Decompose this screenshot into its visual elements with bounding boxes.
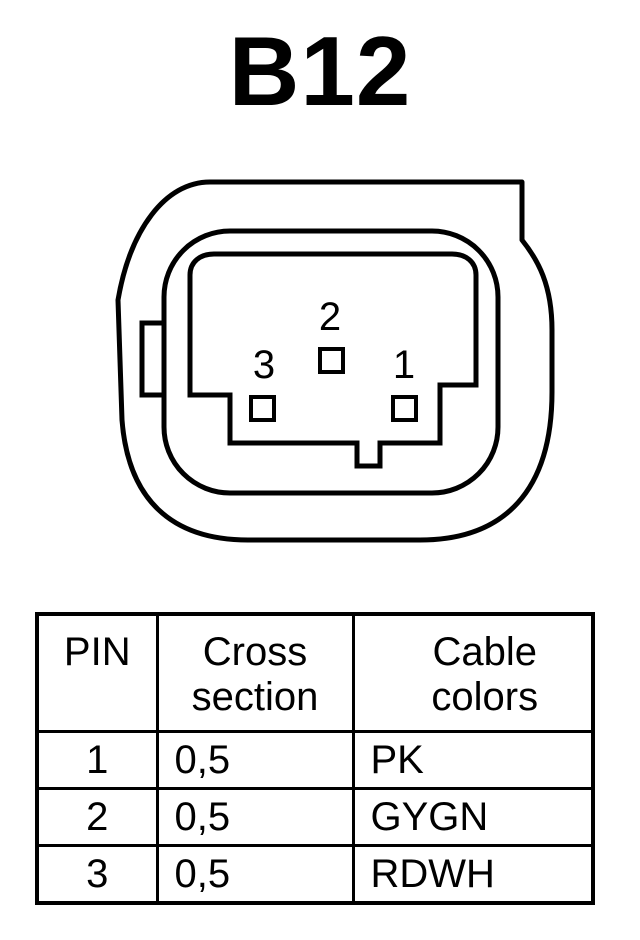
pin-1-label: 1 [393, 343, 415, 387]
connector-title: B12 [228, 16, 412, 126]
header-pin-label: PIN [63, 630, 131, 674]
pin-3-terminal [249, 395, 276, 422]
pin-1-terminal [391, 395, 418, 422]
cell-cable-color: RDWH [351, 843, 595, 905]
header-cross-section: Cross section [155, 612, 355, 733]
connector-diagram: 2 3 1 [115, 179, 555, 543]
connector-housing-outline [115, 179, 555, 543]
terminal-block-outline [187, 251, 479, 469]
table-header-row: PIN Cross section Cable colors [35, 612, 595, 733]
table-row: 1 0,5 PK [35, 729, 595, 790]
header-cable-colors-line-1: Cable [432, 630, 537, 674]
header-cross-section-line-2: section [191, 674, 319, 719]
pin-3-label: 3 [253, 343, 275, 387]
header-cross-section-line-1: Cross [202, 630, 308, 674]
header-cable-colors-line-2: colors [431, 674, 539, 719]
connector-latch [139, 320, 167, 398]
table-row: 3 0,5 RDWH [35, 843, 595, 905]
pin-2-label: 2 [319, 295, 341, 339]
pin-assignment-table: PIN Cross section Cable colors 1 0,5 PK … [35, 612, 595, 905]
header-cable-colors: Cable colors [351, 612, 595, 733]
cell-cross-section: 0,5 [155, 786, 355, 847]
header-pin: PIN [35, 612, 159, 733]
cell-pin: 2 [35, 786, 159, 847]
cell-pin: 1 [35, 729, 159, 790]
connector-cavity-outline [161, 228, 501, 496]
cell-cable-color: GYGN [351, 786, 595, 847]
cell-cross-section: 0,5 [155, 729, 355, 790]
cell-pin: 3 [35, 843, 159, 905]
pin-2-terminal [318, 347, 345, 374]
table-row: 2 0,5 GYGN [35, 786, 595, 847]
cell-cable-color: PK [351, 729, 595, 790]
cell-cross-section: 0,5 [155, 843, 355, 905]
